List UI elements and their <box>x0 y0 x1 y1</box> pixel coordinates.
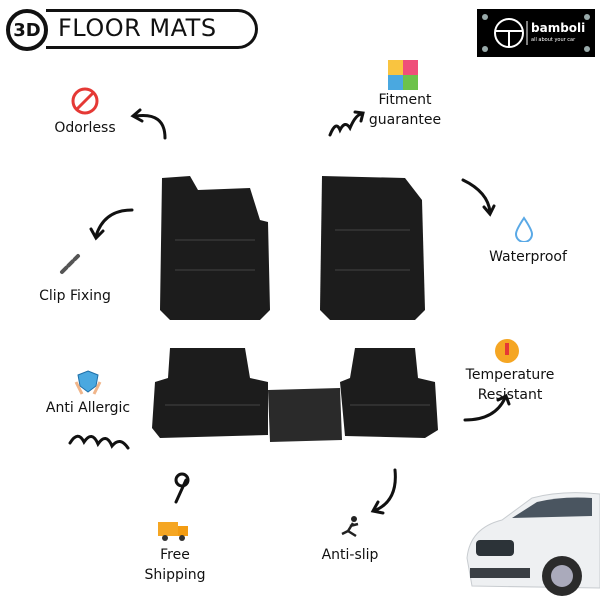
brand-tagline: all about your car <box>531 37 576 43</box>
delivery-truck-icon <box>158 522 188 541</box>
feature-fitment: Fitment guarantee <box>368 92 442 128</box>
badge-text: 3D <box>13 19 41 41</box>
thermometer-icon <box>495 339 519 363</box>
page-title: FLOOR MATS <box>58 14 217 42</box>
car-image <box>466 492 600 596</box>
feature-odorless: Odorless <box>54 120 116 136</box>
steering-wheel-icon <box>482 14 590 52</box>
puzzle-icon <box>388 60 418 90</box>
title-pill <box>46 9 258 49</box>
feature-free-shipping: Free Shipping <box>144 547 206 583</box>
water-drop-icon <box>514 216 534 242</box>
brand-name: bamboli <box>531 21 586 35</box>
3d-badge: 3D <box>6 9 48 51</box>
feature-anti-allergic: Anti Allergic <box>45 400 131 416</box>
no-odor-icon <box>71 87 99 115</box>
feature-anti-slip: Anti-slip <box>321 547 379 563</box>
hands-shield-icon <box>74 370 102 395</box>
feature-temperature: Temperature Resistant <box>465 367 555 403</box>
floor-mats-image <box>152 176 438 442</box>
feature-waterproof: Waterproof <box>489 249 567 265</box>
chain-link-icon <box>60 254 80 274</box>
brand-logo: bamboli all about your car <box>477 9 595 57</box>
feature-clip-fixing: Clip Fixing <box>39 288 111 304</box>
slipping-person-icon <box>341 516 359 538</box>
